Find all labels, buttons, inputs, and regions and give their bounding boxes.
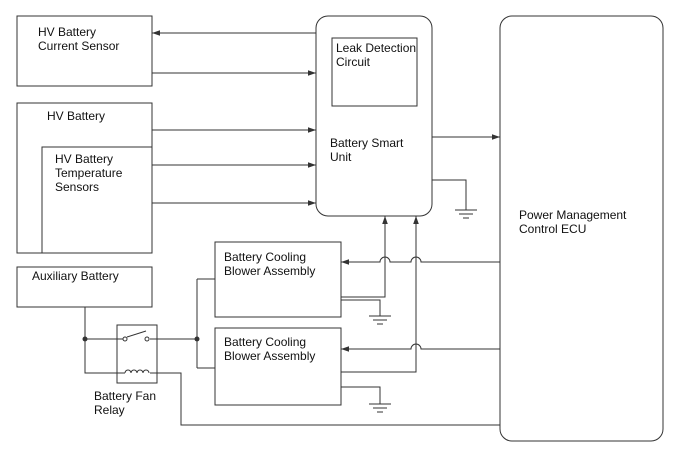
blower-1-label: Battery Cooling Blower Assembly — [224, 250, 315, 278]
bsu-ground-wire — [432, 179, 467, 210]
relay-coil-feed-wire — [84, 339, 125, 374]
blower-2-label: Battery Cooling Blower Assembly — [224, 335, 315, 363]
blower-2-box — [214, 327, 342, 406]
hv-battery-label: HV Battery — [47, 109, 105, 123]
blower-1-to-bsu-line — [341, 216, 388, 298]
ecu-to-blower-1-line — [341, 256, 500, 265]
ecu-to-blower-2-line — [341, 343, 500, 352]
ground-symbol — [455, 209, 477, 219]
current-sensor-label: HV Battery Current Sensor — [38, 25, 119, 53]
ground-symbol — [369, 403, 391, 413]
battery-smart-unit-label: Battery Smart Unit — [330, 136, 407, 164]
relay-switch-contact — [122, 330, 150, 342]
blower-2-ground-wire — [341, 386, 381, 404]
temp-sensors-label: HV Battery Temperature Sensors — [55, 152, 126, 194]
junction-dot — [194, 336, 200, 342]
fan-relay-label: Battery Fan Relay — [94, 389, 159, 417]
power-mgmt-ecu-label: Power Management Control ECU — [519, 208, 630, 236]
junction-dot — [82, 336, 88, 342]
current-sensor-box — [16, 15, 153, 87]
ground-symbol — [369, 315, 391, 325]
leak-detection-box — [331, 37, 418, 107]
blower-1-ground-wire — [341, 299, 381, 316]
power-mgmt-ecu-box — [499, 15, 664, 442]
relay-coil — [124, 369, 150, 374]
blower-2-to-bsu-line — [341, 216, 419, 373]
leak-detection-label: Leak Detection Circuit — [336, 41, 419, 69]
temp-sensors-box — [41, 146, 152, 253]
auxiliary-battery-label: Auxiliary Battery — [32, 269, 119, 283]
hv-battery-box — [16, 102, 153, 254]
relay-coil-to-ecu-wire — [150, 372, 500, 426]
